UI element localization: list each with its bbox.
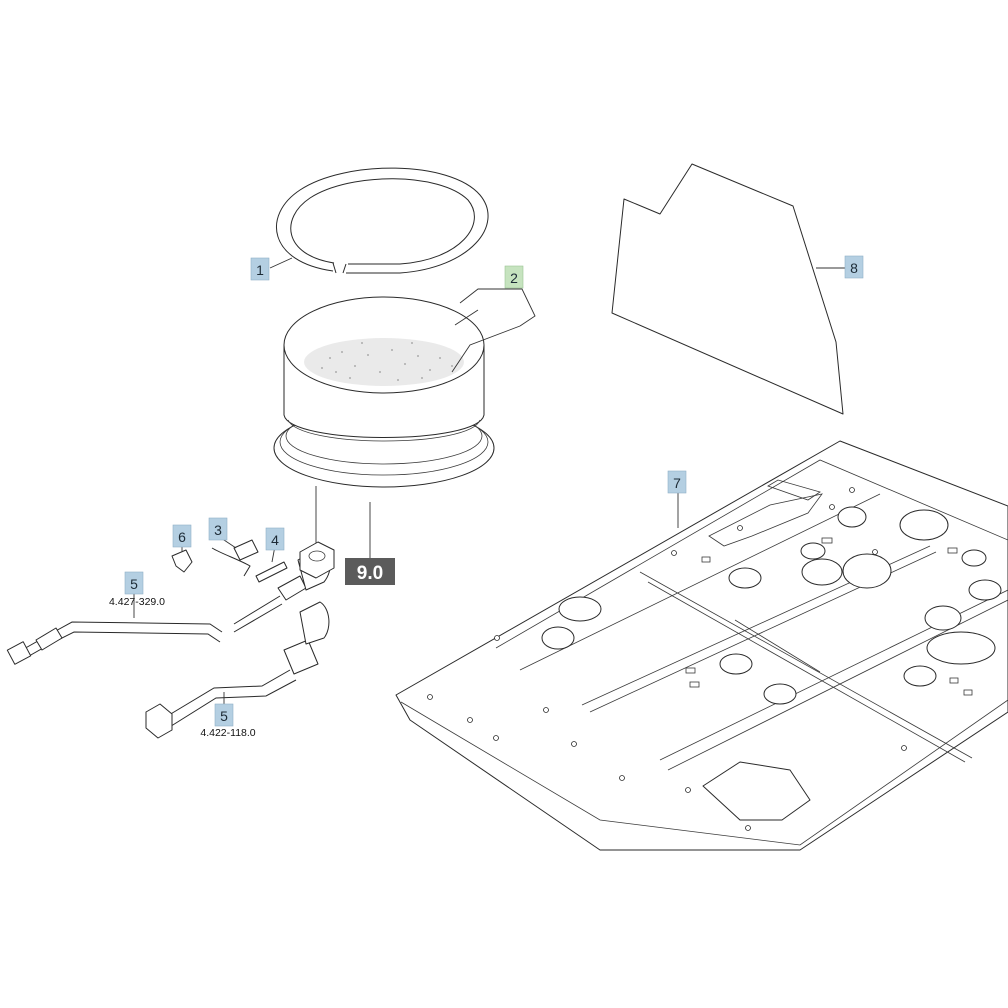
callout-5-upper[interactable]: 5 4.427-329.0 [109, 571, 165, 608]
callout-1[interactable]: 1 [250, 257, 270, 281]
part-number-upper: 4.427-329.0 [109, 596, 165, 608]
reference-badge[interactable]: 9.0 [345, 558, 395, 585]
part-7-base-plate [395, 440, 1008, 851]
svg-text:5: 5 [220, 708, 228, 724]
callout-6[interactable]: 6 [172, 524, 192, 548]
callout-4[interactable]: 4 [265, 527, 285, 551]
callout-8[interactable]: 8 [844, 255, 864, 279]
svg-text:6: 6 [178, 529, 186, 545]
part-5-hose-lower [145, 601, 330, 739]
svg-text:7: 7 [673, 475, 681, 491]
part-number-lower: 4.422-118.0 [200, 727, 255, 739]
part-6-clip [171, 549, 193, 573]
callout-5-lower[interactable]: 5 4.422-118.0 [200, 703, 256, 739]
callout-7[interactable]: 7 [667, 470, 687, 494]
fitting-nut [299, 541, 335, 579]
part-2-filter-cylinder [273, 296, 495, 488]
part-1-split-ring [276, 167, 489, 274]
svg-text:3: 3 [214, 522, 222, 538]
svg-text:5: 5 [130, 576, 138, 592]
part-4-pin [255, 561, 288, 583]
callout-2[interactable]: 2 [504, 265, 524, 289]
part-8-sheet [611, 163, 844, 415]
svg-text:8: 8 [850, 260, 858, 276]
callout-3[interactable]: 3 [208, 517, 228, 541]
svg-text:1: 1 [256, 262, 264, 278]
svg-text:2: 2 [510, 270, 518, 286]
svg-text:4: 4 [271, 532, 279, 548]
svg-text:9.0: 9.0 [357, 563, 383, 584]
part-3-bracket [211, 539, 259, 577]
